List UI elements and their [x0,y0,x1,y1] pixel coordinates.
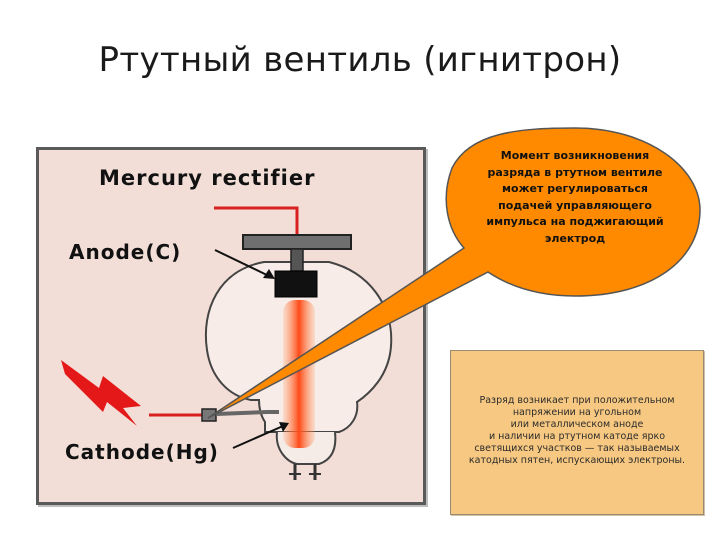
slide-title: Ртутный вентиль (игнитрон) [98,40,622,80]
anode-stem [290,248,304,272]
note-line: и наличии на ртутном катоде ярко [488,431,666,442]
lightning-icon [61,360,141,426]
anode-cap [242,234,352,250]
cathode-label: Cathode(Hg) [65,440,219,464]
igniter-bar [215,410,279,416]
note-line: светящихся участков — так называемых [474,443,680,454]
note-box [450,350,704,515]
note-line: катодных пятен, испускающих электроны. [468,455,686,466]
note-text: Разряд возникает при положительном напря… [458,395,696,467]
callout-text: Момент возникновения разряда в ртутном в… [486,149,664,245]
note-line: или металлическом аноде [510,419,644,430]
figure-title: Mercury rectifier [99,166,316,190]
note-line: напряжении на угольном [512,407,642,418]
note-line: Разряд возникает при положительном [479,395,675,406]
igniter-terminal [201,408,217,422]
discharge-glow [283,300,315,448]
anode-label: Anode(C) [69,240,182,264]
mercury-rectifier-figure: Mercury rectifier Anode(C) Cathode(Hg) [36,147,426,505]
cathode-pointer [232,425,284,449]
anode-lead-wire [214,206,299,238]
anode-block [274,270,318,298]
